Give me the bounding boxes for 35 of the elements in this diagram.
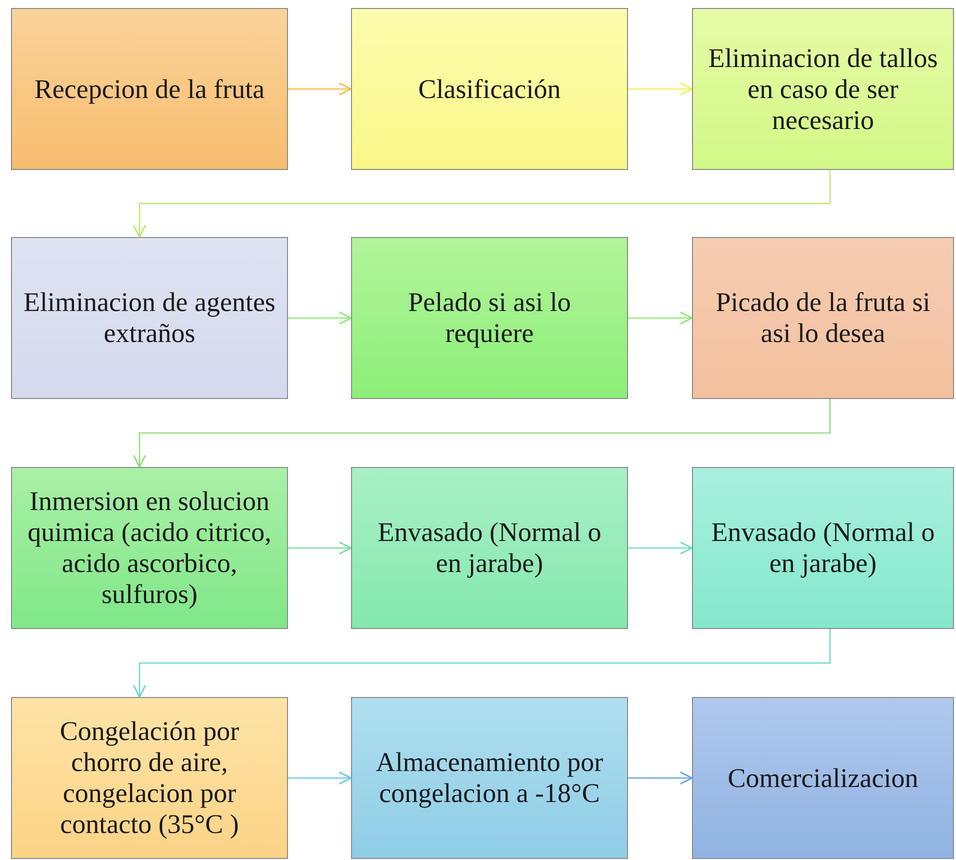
process-box [351,237,628,399]
arrow [288,311,352,325]
step-text: Pelado si asi lo requiere [407,287,572,349]
step-text: Inmersion en solucion quimica (acido citrico, acido ascorbico, sulfuros) [26,486,272,610]
arrow [628,771,693,785]
process-box [351,8,628,170]
step-text: Comercializacion [728,762,918,794]
process-box [351,697,628,859]
step-text: Envasado (Normal o en jarabe) [710,517,936,579]
process-box [11,8,288,170]
arrow [628,311,693,325]
arrow [288,82,352,96]
step-text: Envasado (Normal o en jarabe) [376,517,602,579]
arrow [288,541,352,555]
arrow [132,399,831,468]
step-text: Clasificación [418,74,561,104]
process-box [11,467,288,629]
step-text: Almacenamiento por congelacion a -18°C [374,747,604,809]
step-text: Congelación por chorro de aire, congelacion por contacto (35°C ) [58,716,240,840]
arrow [132,629,831,698]
step-text: Eliminacion de tallos en caso de ser necesario [707,42,939,136]
process-box [692,697,954,859]
process-box [692,8,954,170]
step-text: Eliminacion de agentes extraños [22,287,276,349]
step-text: Picado de la fruta si asi lo desea [714,287,932,349]
process-box [11,697,288,859]
process-box [692,467,954,629]
arrow [628,541,693,555]
arrow [628,82,693,96]
arrow [132,170,831,238]
process-box [692,237,954,399]
arrow [288,771,352,785]
process-box [11,237,288,399]
step-text: Recepcion de la fruta [34,74,265,104]
process-box [351,467,628,629]
